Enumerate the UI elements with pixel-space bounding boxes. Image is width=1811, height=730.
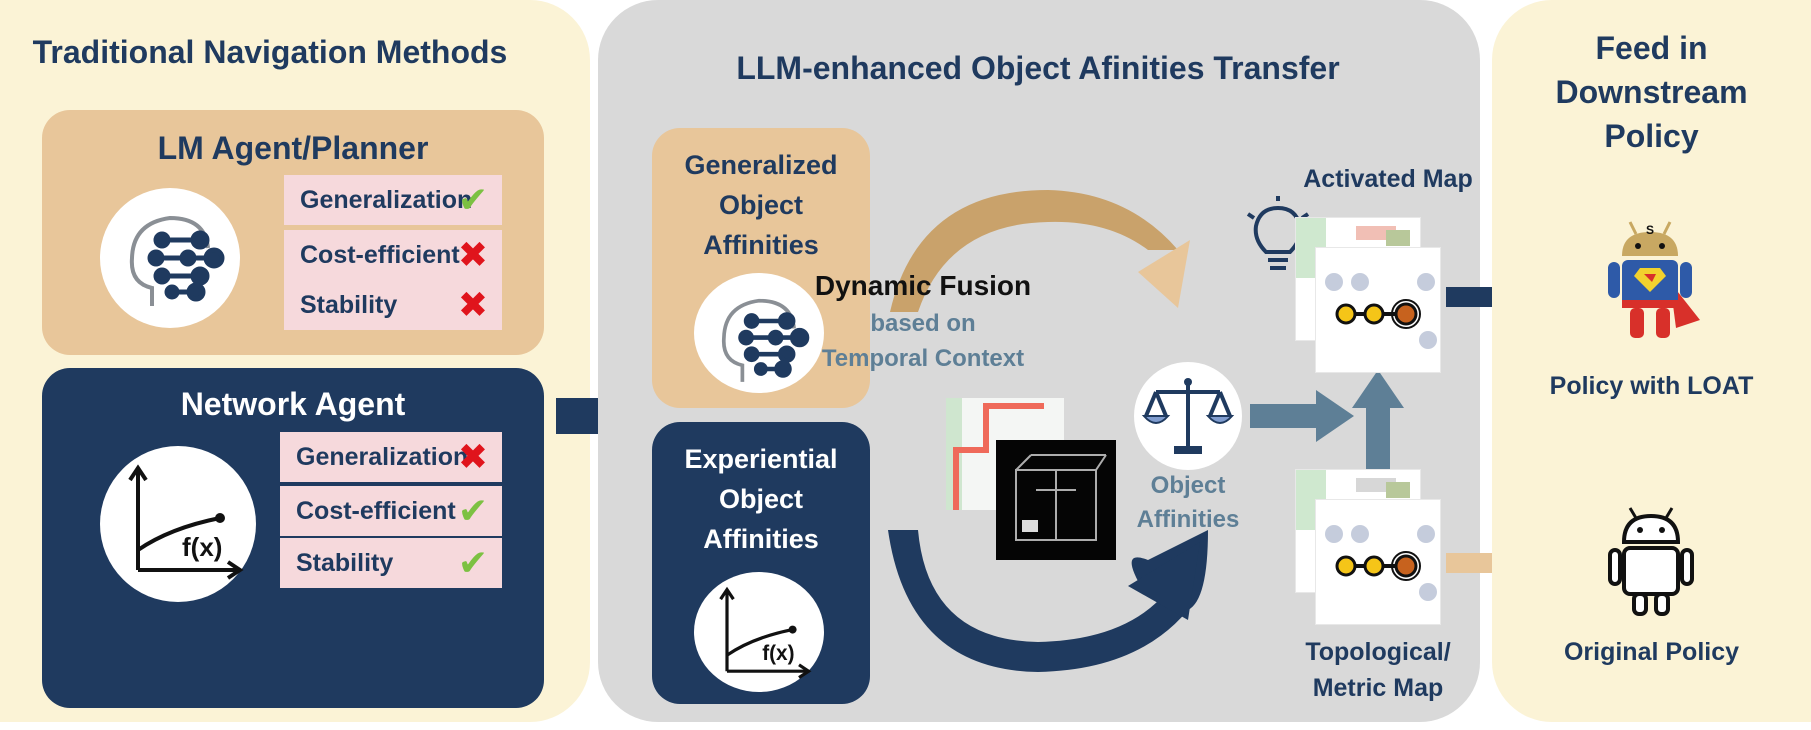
- llm-transfer-title: LLM-enhanced Object Afinities Transfer: [736, 50, 1340, 86]
- check-icon: ✔: [457, 179, 488, 220]
- generalized-line3: Affinities: [703, 230, 819, 260]
- lm-agent-card: LM Agent/Planner Generalization ✔ Cost-e…: [42, 110, 544, 355]
- depth-observation-image: [996, 440, 1116, 560]
- experiential-line2: Object: [718, 484, 804, 514]
- generalized-affinities-card: Generalized Object Affinities: [652, 128, 870, 408]
- experiential-curve-arrow: [888, 530, 1208, 672]
- function-label: f(x): [182, 532, 222, 562]
- activated-map-front: [1316, 248, 1440, 372]
- robot-emblem: S: [1646, 223, 1654, 237]
- lm-agent-title: LM Agent/Planner: [157, 130, 429, 166]
- head-brain-icon: [100, 188, 240, 328]
- policy-with-loat-label: Policy with LOAT: [1549, 372, 1754, 400]
- function-label: f(x): [762, 642, 794, 665]
- check-icon: ✔: [457, 542, 488, 583]
- function-graph-icon: f(x): [100, 446, 256, 602]
- function-graph-icon: f(x): [694, 572, 824, 692]
- downstream-title-line3: Policy: [1604, 118, 1699, 154]
- downstream-title-line2: Downstream: [1555, 74, 1748, 110]
- generalized-line2: Object: [718, 190, 804, 220]
- experiential-affinities-card: Experiential Object Affinities f(x): [652, 422, 870, 704]
- cross-icon: ✖: [457, 284, 488, 325]
- object-affinities-line2: Affinities: [1136, 506, 1240, 533]
- head-brain-icon: [694, 273, 824, 393]
- original-policy-label: Original Policy: [1563, 638, 1740, 666]
- net-tag-generalization: Generalization ✖: [280, 432, 502, 482]
- generalized-line1: Generalized: [684, 150, 838, 180]
- topological-map-line2: Metric Map: [1312, 674, 1444, 702]
- lm-tag-generalization: Generalization ✔: [284, 175, 502, 225]
- cross-icon: ✖: [457, 234, 488, 275]
- llm-transfer-panel: LLM-enhanced Object Afinities Transfer G…: [598, 0, 1480, 722]
- traditional-methods-panel: Traditional Navigation Methods LM Agent/…: [0, 0, 590, 722]
- superman-android-icon: S: [1608, 221, 1700, 338]
- net-tag-cost-efficient: Cost-efficient ✔: [280, 486, 502, 536]
- tag-label: Cost-efficient: [300, 241, 460, 269]
- generalized-curve-arrow: [890, 190, 1190, 312]
- tag-label: Stability: [300, 291, 398, 319]
- lm-tag-stability: Stability ✖: [284, 280, 502, 330]
- traditional-methods-title: Traditional Navigation Methods: [32, 34, 508, 70]
- dynamic-fusion-title: Dynamic Fusion: [814, 270, 1032, 301]
- balance-scale-icon: [1134, 362, 1242, 470]
- downstream-policy-panel: Feed in Downstream Policy S Policy with …: [1492, 0, 1811, 722]
- check-icon: ✔: [457, 490, 488, 531]
- downstream-title-line1: Feed in: [1595, 30, 1708, 66]
- affinity-to-map-arrow: [1250, 390, 1354, 442]
- android-robot-icon: [1608, 507, 1694, 616]
- topological-map-line1: Topological/: [1305, 638, 1451, 666]
- tag-label: Generalization: [300, 186, 473, 214]
- cross-icon: ✖: [457, 436, 488, 477]
- topo-to-activated-arrow: [1352, 370, 1404, 472]
- object-affinities-line1: Object: [1150, 472, 1226, 499]
- network-agent-card: Network Agent f(x) Generalization ✖ Cost…: [42, 368, 544, 708]
- topological-map-front: [1316, 500, 1440, 624]
- network-agent-title: Network Agent: [180, 386, 406, 422]
- experiential-line1: Experiential: [684, 444, 838, 474]
- tag-label: Stability: [296, 549, 394, 577]
- activated-map-label: Activated Map: [1303, 165, 1473, 193]
- net-tag-stability: Stability ✔: [280, 538, 502, 588]
- dynamic-fusion-sub2: Temporal Context: [821, 345, 1025, 372]
- tag-label: Generalization: [296, 443, 469, 471]
- dynamic-fusion-sub1: based on: [870, 310, 976, 337]
- experiential-line3: Affinities: [703, 524, 819, 554]
- lm-tag-cost-efficient: Cost-efficient ✖: [284, 230, 502, 280]
- tag-label: Cost-efficient: [296, 497, 456, 525]
